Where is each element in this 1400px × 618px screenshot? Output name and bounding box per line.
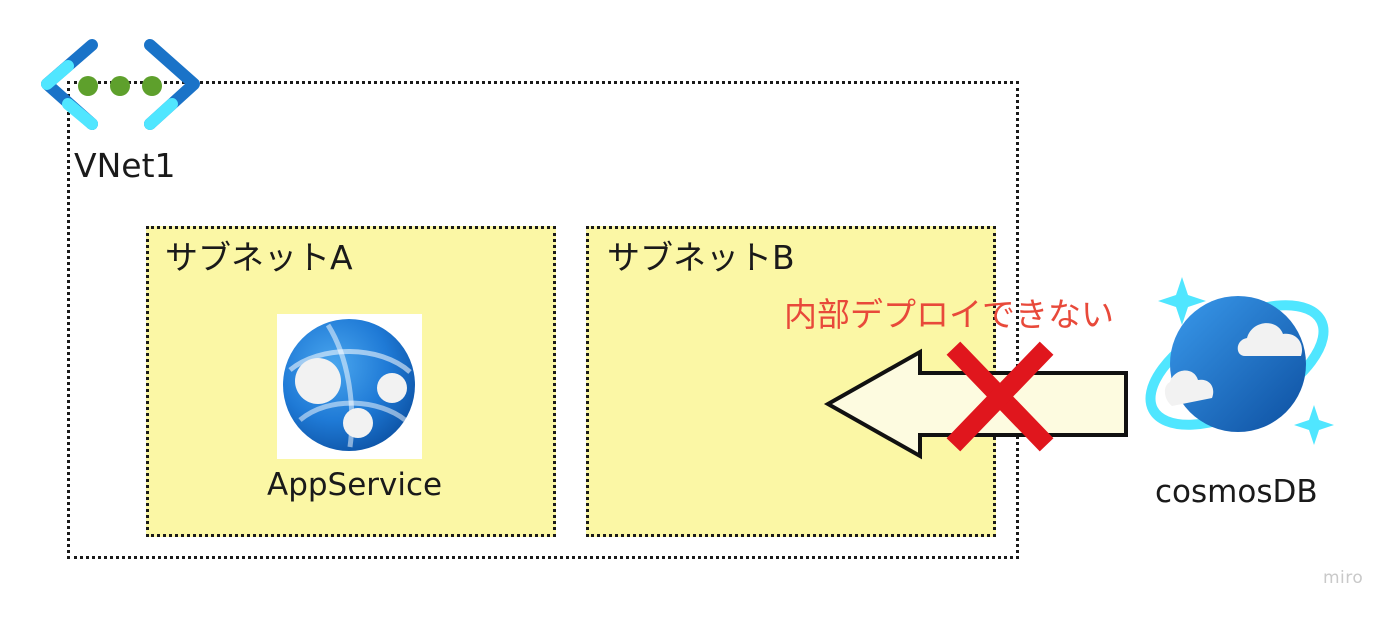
vnet-container (67, 81, 1019, 559)
miro-watermark: miro (1323, 568, 1364, 588)
app-service-icon (283, 319, 415, 451)
subnet-a-box (146, 226, 556, 537)
subnet-b-label: サブネットB (607, 238, 795, 277)
deployment-status-text: 内部デプロイできない (784, 295, 1114, 334)
vnet-icon (41, 39, 200, 130)
cosmos-db-label: cosmosDB (1155, 474, 1318, 510)
arrow-left-icon (823, 348, 1128, 460)
cosmos-db-icon (1145, 277, 1334, 445)
subnet-a-label: サブネットA (165, 238, 353, 277)
cross-icon (946, 341, 1054, 452)
vnet-label: VNet1 (74, 146, 176, 185)
app-service-label: AppService (267, 467, 443, 503)
